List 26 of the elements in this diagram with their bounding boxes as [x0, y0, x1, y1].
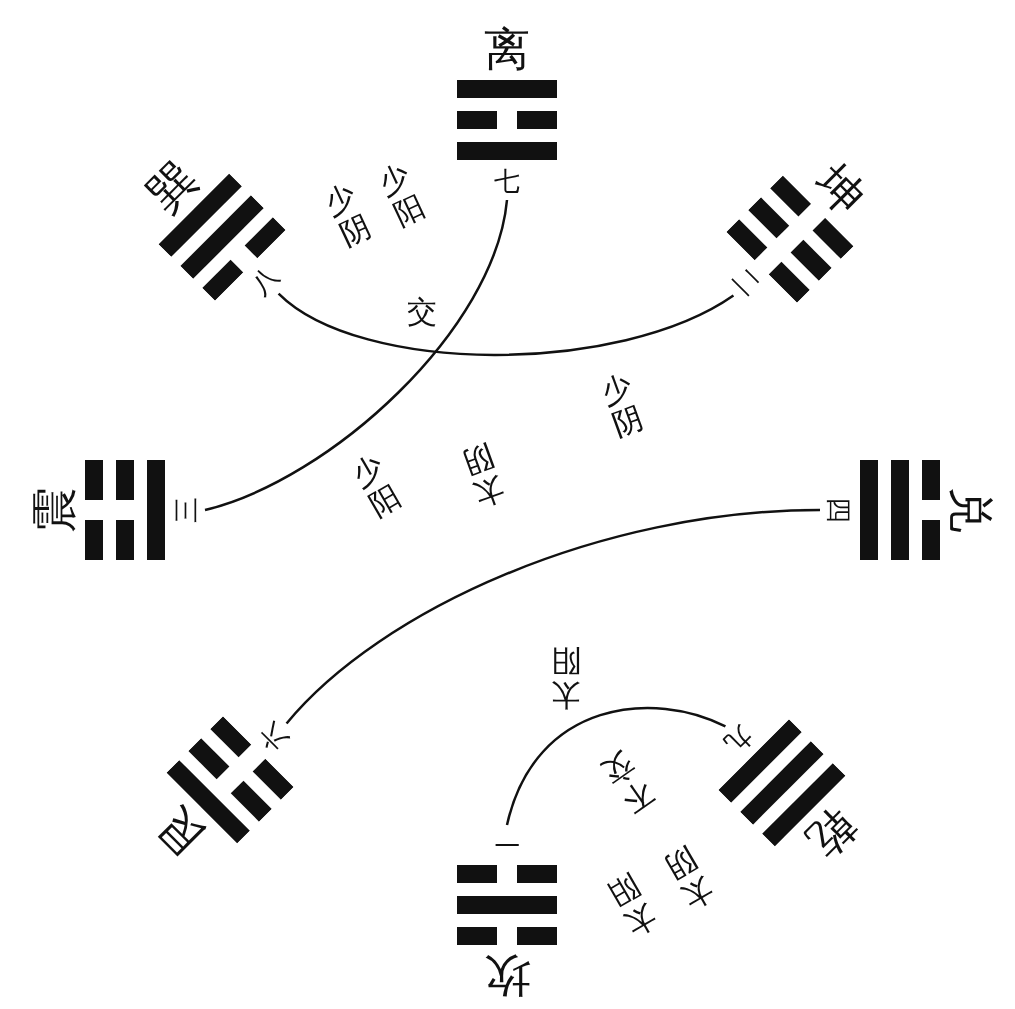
trigram-name: 艮	[145, 796, 214, 865]
label-text: 少阳	[345, 448, 407, 524]
curved-line	[277, 292, 735, 357]
label-text: 太阳	[550, 644, 582, 712]
label-text: 交	[406, 295, 438, 329]
curved-line	[204, 199, 509, 512]
label-text: 太阴	[457, 438, 511, 514]
trigram-name: 兑	[946, 487, 996, 533]
label-text: 不交	[595, 745, 661, 821]
trigram-name: 巽	[137, 152, 206, 221]
trigram-number: 一	[494, 829, 520, 859]
label-text: 少阴	[595, 367, 649, 443]
trigram-name: 坤	[806, 154, 875, 223]
trigram-number: 三	[171, 497, 201, 523]
trigram-name: 坎	[484, 951, 530, 1001]
trigram-name: 离	[484, 24, 530, 74]
trigram-number: 九	[719, 720, 759, 760]
trigram-number: 四	[824, 497, 854, 523]
trigram-number: 二	[727, 262, 767, 302]
trigram-number: 七	[494, 166, 520, 196]
trigram-name: 乾	[798, 799, 867, 868]
curved-line	[285, 508, 821, 725]
trigram-number: 六	[253, 717, 293, 757]
trigram-name: 震	[29, 487, 79, 533]
trigram-number: 八	[245, 260, 285, 300]
curved-line	[505, 706, 726, 826]
